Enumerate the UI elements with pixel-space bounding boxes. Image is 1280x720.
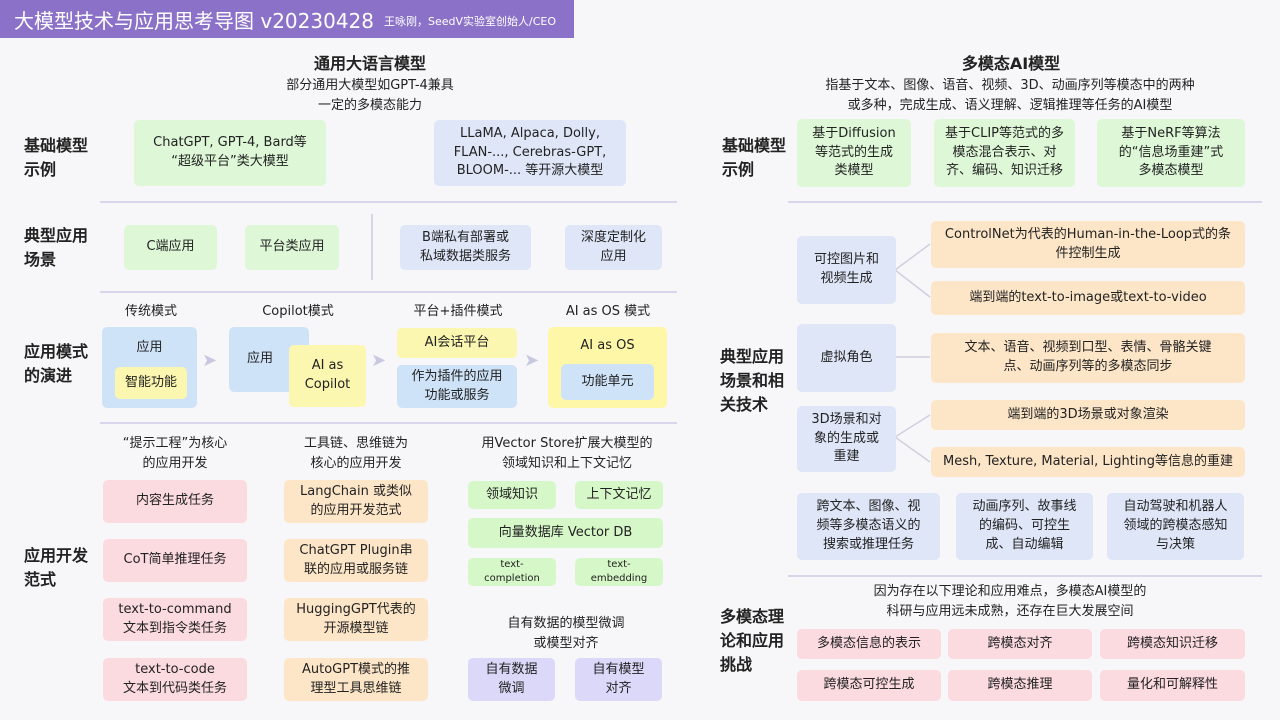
challenge-interpretability: 量化和可解释性	[1100, 670, 1245, 701]
mode-traditional-label: 传统模式	[124, 304, 177, 319]
diffusion-models-box: 基于Diffusion 等范式的生成 类模型	[797, 119, 911, 187]
platform-app-box: 平台类应用	[245, 225, 339, 270]
row-label-app-evolution: 应用模式 的演进	[24, 342, 89, 385]
text-to-image-box: 端到端的text-to-image或text-to-video	[931, 281, 1245, 315]
arrow-right-icon: ➤	[371, 350, 387, 371]
cross-modal-search-box: 跨文本、图像、视 频等多模态语义的 搜索或推理任务	[797, 493, 940, 560]
clip-models-box: 基于CLIP等范式的多 模态混合表示、对 齐、编码、知识迁移	[934, 119, 1075, 187]
multimodal-sync-box: 文本、语音、视频到口型、表情、骨骼关键 点、动画序列等的多模态同步	[931, 333, 1245, 383]
chatgpt-plugin-box: ChatGPT Plugin串 联的应用或服务链	[284, 539, 428, 582]
vector-store-header: 用Vector Store扩展大模型的 领域知识和上下文记忆	[481, 436, 653, 471]
traditional-app-label: 应用	[136, 340, 163, 355]
text-to-code-box: text-to-code 文本到代码类任务	[103, 658, 247, 701]
left-section-title: 通用大语言模型	[313, 54, 426, 73]
deep-custom-box: 深度定制化 应用	[565, 225, 662, 270]
mesh-reconstruction-box: Mesh, Texture, Material, Lighting等信息的重建	[931, 447, 1245, 477]
banner-title: 大模型技术与应用思考导图 v20230428	[14, 8, 374, 33]
b-end-private-box: B端私有部署或 私域数据类服务	[400, 225, 531, 270]
langchain-box: LangChain 或类似 的应用开发范式	[284, 480, 428, 523]
mode-platform-plugin-label: 平台+插件模式	[413, 304, 503, 319]
row-label-app-scenarios: 典型应用 场景	[24, 226, 89, 269]
virtual-character-box: 虚拟角色	[797, 324, 896, 392]
3d-scene-box: 3D场景和对 象的生成或 重建	[797, 406, 896, 472]
challenge-knowledge-transfer: 跨模态知识迁移	[1100, 629, 1245, 659]
function-unit-box: 功能单元	[561, 364, 654, 400]
row-label-mm-scenarios: 典型应用 场景和相 关技术	[720, 347, 785, 414]
3d-render-box: 端到端的3D场景或对象渲染	[931, 400, 1245, 430]
own-model-align-box: 自有模型 对齐	[575, 658, 662, 701]
connector-lines	[895, 243, 931, 463]
arrow-right-icon: ➤	[202, 350, 218, 371]
open-source-models-box: LLaMA, Alpaca, Dolly, FLAN-..., Cerebras…	[434, 120, 626, 186]
ai-chat-platform-box: AI会话平台	[397, 328, 517, 358]
mode-copilot-label: Copilot模式	[262, 304, 334, 319]
banner-author: 王咏刚，SeedV实验室创始人/CEO	[384, 15, 557, 28]
super-platform-models-box: ChatGPT, GPT-4, Bard等 “超级平台”类大模型	[134, 120, 326, 186]
challenge-reasoning: 跨模态推理	[948, 670, 1092, 701]
challenge-representation: 多模态信息的表示	[797, 629, 941, 659]
row-label-base-models: 基础模型 示例	[24, 136, 89, 179]
prompt-engineering-header: “提示工程”为核心 的应用开发	[122, 436, 228, 471]
divider	[788, 201, 1262, 203]
divider	[371, 214, 373, 280]
ai-as-copilot-box: AI as Copilot	[289, 345, 366, 407]
domain-knowledge-box: 领域知识	[468, 481, 556, 509]
left-section-subtitle: 部分通用大模型如GPT-4兼具 一定的多模态能力	[286, 78, 454, 113]
autonomous-driving-box: 自动驾驶和机器人 领域的跨模态感知 与决策	[1107, 493, 1244, 560]
nerf-models-box: 基于NeRF等算法 的“信息场重建”式 多模态模型	[1097, 119, 1245, 187]
text-completion-box: text-completion	[468, 558, 556, 586]
autogpt-box: AutoGPT模式的推 理型工具思维链	[284, 658, 428, 701]
divider	[100, 422, 677, 424]
divider	[100, 201, 677, 203]
text-embedding-box: text-embedding	[575, 558, 663, 586]
title-banner: 大模型技术与应用思考导图 v20230428 王咏刚，SeedV实验室创始人/C…	[0, 0, 574, 38]
text-to-command-box: text-to-command 文本到指令类任务	[103, 598, 247, 641]
content-generation-box: 内容生成任务	[103, 480, 247, 523]
row-label-dev-paradigm: 应用开发 范式	[24, 546, 89, 589]
divider	[788, 575, 1262, 577]
smart-function-box: 智能功能	[115, 367, 187, 399]
arrow-right-icon: ➤	[524, 350, 540, 371]
challenge-alignment: 跨模态对齐	[948, 629, 1092, 659]
animation-sequence-box: 动画序列、故事线 的编码、可控生 成、自动编辑	[956, 493, 1093, 560]
own-data-finetune-box: 自有数据 微调	[468, 658, 555, 701]
right-section-title: 多模态AI模型	[961, 54, 1061, 73]
controllable-image-video-box: 可控图片和 视频生成	[797, 236, 896, 304]
cot-reasoning-box: CoT简单推理任务	[103, 539, 247, 582]
c-end-app-box: C端应用	[124, 225, 217, 270]
plugin-app-box: 作为插件的应用 功能或服务	[397, 365, 517, 408]
hugginggpt-box: HuggingGPT代表的 开源模型链	[284, 598, 428, 641]
controlnet-box: ControlNet为代表的Human-in-the-Loop式的条 件控制生成	[931, 221, 1245, 268]
challenges-intro: 因为存在以下理论和应用难点，多模态AI模型的 科研与应用远未成熟，还存在巨大发展…	[873, 584, 1147, 619]
challenge-controllable-generation: 跨模态可控生成	[797, 670, 941, 701]
ai-os-label: AI as OS	[580, 338, 635, 353]
row-label-mm-base-models: 基础模型 示例	[722, 136, 787, 179]
right-section-subtitle: 指基于文本、图像、语音、视频、3D、动画序列等模态中的两种 或多种，完成生成、语…	[825, 78, 1195, 113]
context-memory-box: 上下文记忆	[575, 481, 663, 509]
row-label-mm-challenges: 多模态理 论和应用 挑战	[720, 607, 785, 674]
mode-ai-os-label: AI as OS 模式	[565, 304, 651, 319]
toolchain-header: 工具链、思维链为 核心的应用开发	[303, 436, 408, 471]
vector-db-box: 向量数据库 Vector DB	[468, 518, 663, 548]
finetune-header: 自有数据的模型微调 或模型对齐	[507, 616, 625, 651]
divider	[100, 291, 677, 293]
